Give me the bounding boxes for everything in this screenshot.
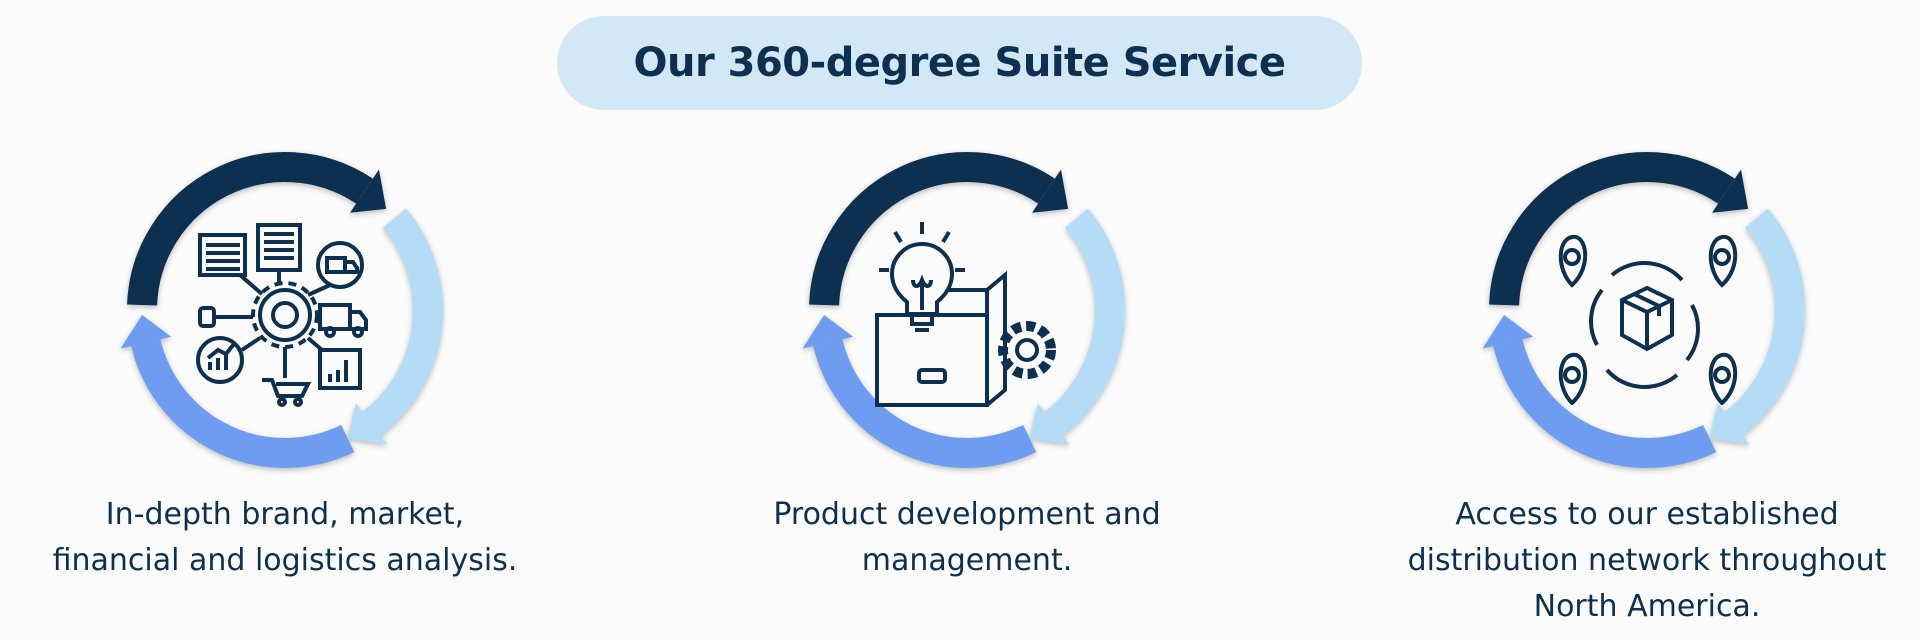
arrowhead: [1032, 169, 1069, 213]
service-caption: Product development and management.: [687, 492, 1247, 584]
cycle-ring: [120, 152, 443, 468]
caption-line: management.: [861, 543, 1073, 578]
arc: [1489, 152, 1735, 306]
mid-blue-arrow: [120, 314, 355, 468]
caption-line: Access to our established: [1455, 497, 1839, 532]
arc: [1044, 208, 1125, 436]
arc: [362, 208, 443, 436]
distribution-box-pins-icon: [1558, 235, 1738, 405]
page-title: Our 360-degree Suite Service: [633, 40, 1287, 86]
arrowhead: [1482, 314, 1534, 349]
cycle-ring: [1482, 152, 1805, 468]
caption-line: financial and logistics analysis.: [52, 543, 518, 578]
arrowhead: [347, 403, 388, 445]
caption-line: Product development and: [773, 497, 1161, 532]
arrowhead: [1709, 403, 1750, 445]
arrowhead: [1712, 169, 1749, 213]
service-caption: In-depth brand, market, financial and lo…: [5, 492, 565, 584]
arrowhead: [120, 314, 172, 349]
caption-line: In-depth brand, market,: [105, 497, 465, 532]
arc: [813, 339, 1037, 468]
arc: [127, 152, 373, 306]
navy-arrow: [1489, 152, 1749, 306]
arc: [1493, 339, 1717, 468]
caption-line: North America.: [1533, 589, 1761, 624]
title-banner: Our 360-degree Suite Service: [557, 16, 1362, 110]
arrowhead: [1029, 403, 1070, 445]
navy-arrow: [127, 152, 387, 306]
mid-blue-arrow: [802, 314, 1037, 468]
service-caption: Access to our established distribution n…: [1367, 492, 1920, 630]
light-blue-arrow: [347, 208, 443, 445]
analytics-gear-network-icon: [196, 223, 368, 407]
arc: [131, 339, 355, 468]
mid-blue-arrow: [1482, 314, 1717, 468]
cycle-ring: [802, 152, 1125, 468]
arrowhead: [802, 314, 854, 349]
lightbulb-box-gear-icon: [875, 222, 1056, 407]
caption-line: distribution network throughout: [1407, 543, 1887, 578]
light-blue-arrow: [1709, 208, 1805, 445]
arc: [809, 152, 1055, 306]
light-blue-arrow: [1029, 208, 1125, 445]
navy-arrow: [809, 152, 1069, 306]
arc: [1724, 208, 1805, 436]
arrowhead: [350, 169, 387, 213]
